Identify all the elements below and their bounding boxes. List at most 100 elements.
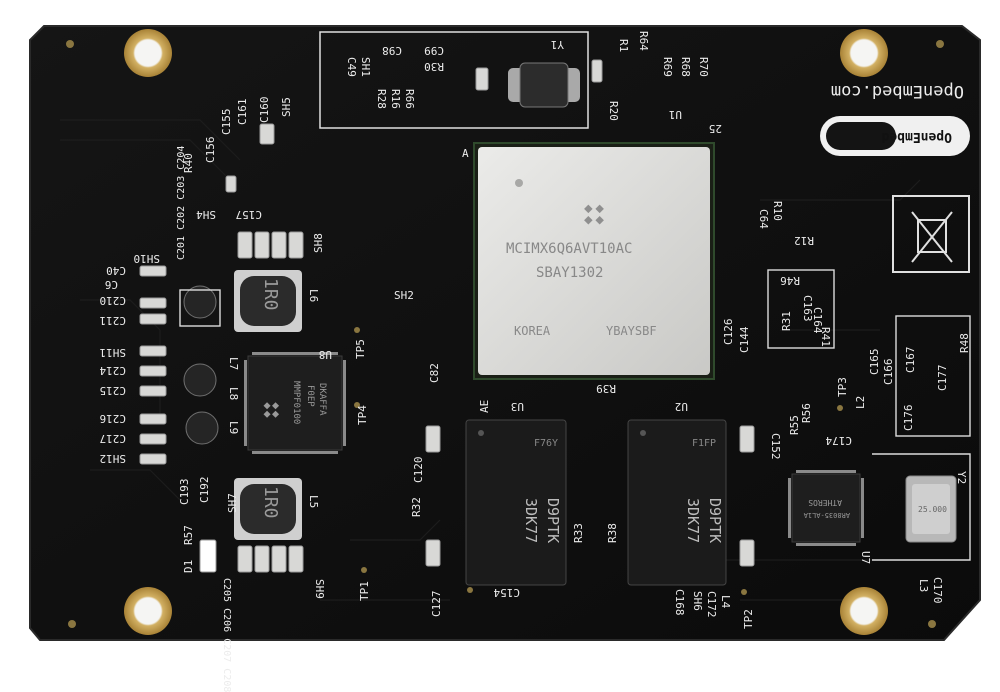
crystal-y1 — [508, 62, 580, 108]
l9-label: L9 — [227, 421, 240, 435]
sh2-label: SH2 — [394, 289, 414, 302]
sh9-label: SH9 — [313, 579, 326, 599]
r55-label: R55 — [788, 415, 801, 435]
c156-label: C156 — [204, 136, 217, 164]
sh11-label: SH11 — [99, 346, 127, 359]
vias — [66, 40, 944, 628]
c144-label: C144 — [738, 326, 751, 354]
tp5-label: TP5 — [354, 339, 367, 359]
ram-u2 — [627, 419, 727, 586]
website-label: OpenEmbed.com — [830, 81, 964, 101]
l3-label: L3 — [917, 579, 930, 593]
y1-outline — [319, 31, 589, 129]
c126-label: C126 — [722, 318, 735, 346]
led-d1 — [199, 539, 217, 573]
c177-label: C177 — [936, 364, 949, 392]
l5-mark: 1R0 — [260, 486, 281, 519]
sh5-label: SH5 — [280, 97, 293, 117]
tp1-label: TP1 — [358, 581, 371, 601]
ram-u2-tag: F1FP — [692, 438, 717, 449]
chip-code: YBAYSBF — [606, 324, 657, 338]
c165-label: C165 — [868, 348, 881, 376]
r39-label: R39 — [596, 382, 616, 395]
crystal-y2 — [905, 475, 957, 543]
capacitor-banks — [139, 59, 755, 573]
chip-part-number: MCIMX6Q6AVT10AC — [506, 241, 633, 257]
pin-25-label: 25 — [708, 122, 722, 135]
chip-country: KOREA — [514, 324, 551, 338]
c201-c204-labels: C201 C202 C203 C204 — [176, 145, 187, 260]
c211-label: C211 — [99, 314, 127, 327]
c98-label: C98 — [382, 44, 402, 57]
c164-label: C164 — [811, 307, 824, 334]
c120-label: C120 — [412, 456, 425, 484]
u3-label: U3 — [510, 400, 524, 413]
silkscreen-boxes — [179, 269, 971, 561]
r30-label: R30 — [424, 60, 444, 73]
ram-u2-code: 3DK77 — [684, 498, 702, 544]
r48-label: R48 — [958, 333, 971, 353]
c170-label: C170 — [931, 577, 944, 604]
tp3-label: TP3 — [836, 377, 849, 397]
c176-label: C176 — [902, 404, 915, 432]
c157-label: C157 — [235, 208, 263, 221]
c6-label: C6 — [104, 278, 118, 291]
crystal-mark: 25.000 — [918, 505, 947, 514]
y1-label: Y1 — [550, 38, 564, 51]
sh7-label: SH7 — [226, 493, 239, 513]
pmic-lot: DKAFFA — [317, 383, 327, 416]
r66-label: R66 — [403, 89, 416, 109]
r70-label: R70 — [697, 57, 710, 77]
c64-label: C64 — [757, 209, 770, 229]
pin-ae-label: AE — [478, 399, 491, 413]
l2-label: L2 — [854, 395, 867, 409]
u8-label: U8 — [318, 348, 332, 361]
ram-u2-part: D9PTK — [706, 498, 724, 544]
ethernet-phy — [788, 470, 864, 546]
r12-label: R12 — [794, 234, 814, 247]
u1-label: U1 — [668, 108, 682, 121]
d1-label: D1 — [182, 559, 195, 573]
u7-label: U7 — [859, 551, 872, 565]
pmic-code: F0EP — [305, 385, 315, 407]
c82-label: C82 — [428, 363, 441, 383]
l8-label: L8 — [227, 387, 240, 401]
r1-label: R1 — [617, 39, 630, 53]
inductor-l5 — [234, 478, 302, 540]
c215-label: C215 — [99, 384, 127, 397]
board-photo: MCIMX6Q6AVT10AC SBAY1302 KOREA YBAYSBF O… — [29, 25, 981, 692]
c216-label: C216 — [99, 412, 127, 425]
sh10-label: SH10 — [133, 252, 161, 265]
c192-label: C192 — [198, 476, 211, 504]
c49-label: C49 — [345, 57, 358, 77]
r64-label: R64 — [637, 31, 650, 51]
l7-label: L7 — [227, 357, 240, 371]
inductor-l6 — [234, 270, 302, 332]
c40-label: C40 — [106, 264, 126, 277]
openembed-logo — [820, 116, 970, 156]
c166-label: C166 — [882, 358, 895, 386]
pin-a-label: A — [462, 147, 469, 160]
c127-label: C127 — [430, 590, 443, 618]
c155-label: C155 — [220, 108, 233, 136]
r69-label: R69 — [661, 57, 674, 77]
r20-label: R20 — [607, 101, 620, 121]
small-inductors — [183, 285, 219, 445]
weee-icon — [892, 195, 970, 273]
r33-label: R33 — [572, 523, 585, 543]
r31-label: R31 — [780, 311, 793, 331]
sh8-label: SH8 — [312, 233, 325, 253]
c99-label: C99 — [424, 44, 444, 57]
processor-u1 — [473, 142, 715, 380]
pmic-u8 — [244, 352, 346, 454]
ram-u3-code: 3DK77 — [522, 498, 540, 544]
c210-label: C210 — [99, 294, 127, 307]
sh4-label: SH4 — [196, 208, 216, 221]
c160-label: C160 — [258, 96, 271, 124]
c154-label: C154 — [493, 586, 521, 599]
ram-u3-part: D9PTK — [544, 498, 562, 544]
r57-label: R57 — [182, 525, 195, 545]
mounting-holes — [124, 29, 888, 635]
c161-label: C161 — [236, 98, 249, 126]
c217-label: C217 — [99, 432, 127, 445]
